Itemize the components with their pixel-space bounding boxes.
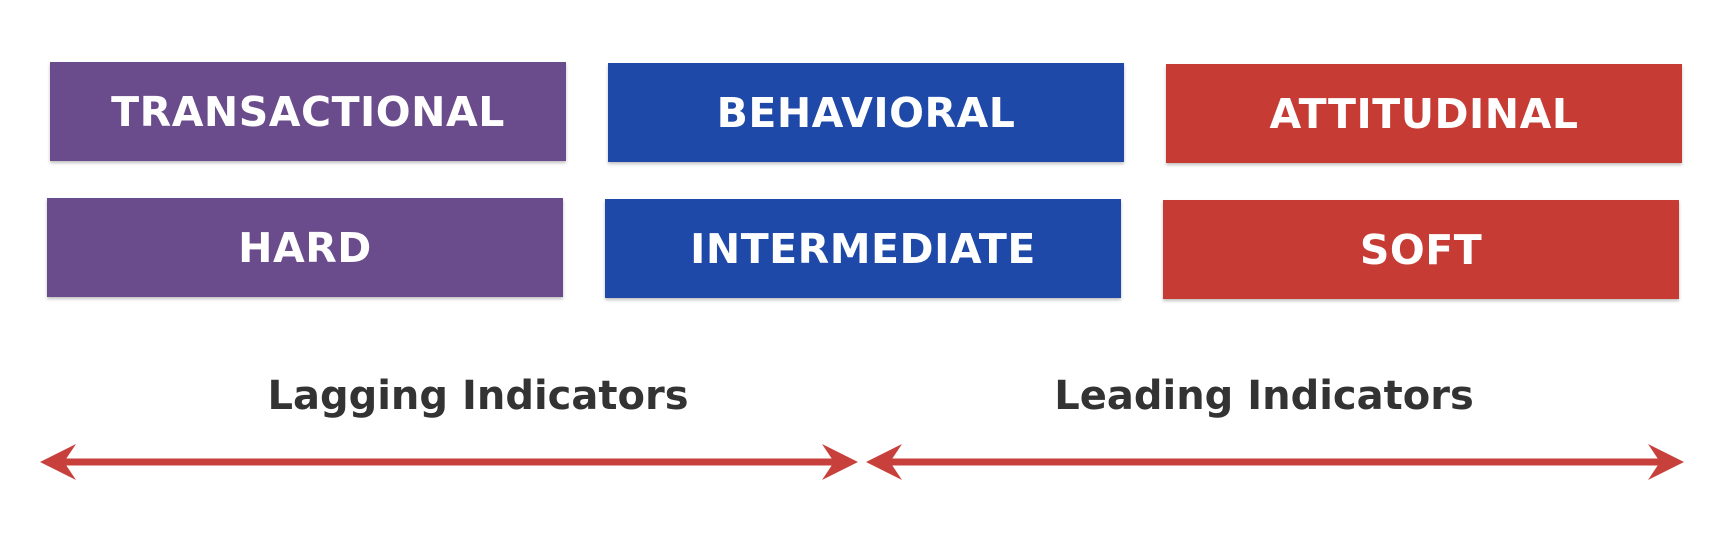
leading-arrow [866,444,1684,480]
leading-indicators-label: Leading Indicators [1054,373,1474,419]
transactional-box: TRANSACTIONAL [50,62,566,161]
lagging-indicators-label: Lagging Indicators [267,373,689,419]
attitudinal-box: ATTITUDINAL [1166,64,1682,163]
lagging-arrow-left-head [40,444,76,480]
lagging-arrow [40,444,858,480]
leading-arrow-right-head [1648,444,1684,480]
intermediate-box: INTERMEDIATE [605,199,1121,298]
soft-box: SOFT [1163,200,1679,299]
leading-arrow-left-head [866,444,902,480]
behavioral-box: BEHAVIORAL [608,63,1124,162]
hard-box: HARD [47,198,563,297]
lagging-arrow-right-head [822,444,858,480]
